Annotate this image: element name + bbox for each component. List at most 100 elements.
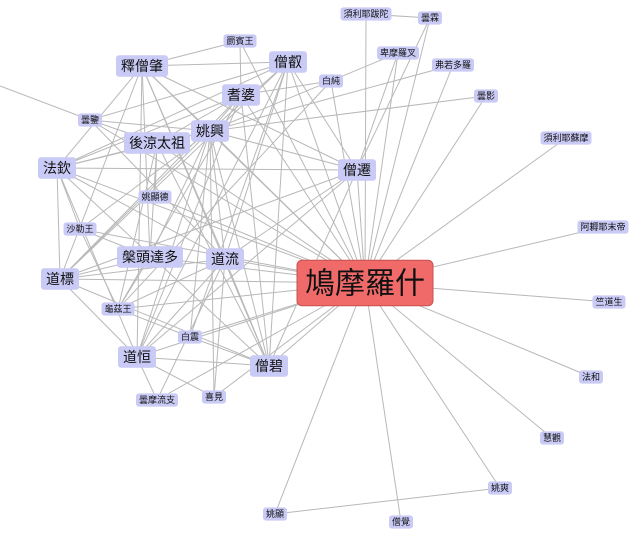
node-jibin[interactable]: 罽賓王 <box>223 34 257 48</box>
node-baichun[interactable]: 白純 <box>319 74 343 88</box>
edge-sengrui-sengzhao2 <box>268 61 289 367</box>
node-label: 罽賓王 <box>226 35 253 47</box>
edge-kumarajiva-tanying <box>364 95 487 284</box>
node-box <box>38 157 76 179</box>
edge-faqin-zhipo <box>56 94 242 169</box>
node-kumarajiva[interactable]: 鳩摩羅什 <box>296 259 434 307</box>
edge-faqin-daoheng <box>56 167 138 358</box>
node-sengzhao2[interactable]: 僧碧 <box>250 355 288 377</box>
node-fahe[interactable]: 法和 <box>579 370 603 384</box>
edge-sengqian-tanlin <box>356 17 431 171</box>
edge-kumarajiva-yaoxing <box>209 130 366 284</box>
node-label: 釋僧肇 <box>121 59 163 75</box>
edge-kumarajiva-tanlin <box>364 17 431 284</box>
node-box <box>488 481 512 495</box>
edge-daoliu-sengzhao2 <box>224 258 270 367</box>
edge-sengzhao2-zhipo <box>240 94 270 367</box>
node-label: 喜見 <box>205 391 223 403</box>
node-tanjian[interactable]: 曇鑒 <box>78 113 102 127</box>
node-box <box>202 390 226 404</box>
node-box <box>592 295 626 309</box>
node-huiguan[interactable]: 慧觀 <box>540 431 564 445</box>
node-sengrui[interactable]: 僧叡 <box>269 51 307 73</box>
node-box <box>579 370 603 384</box>
node-label: 須利耶蘇摩 <box>543 132 588 144</box>
edge-daoliu-tanjian <box>89 119 226 260</box>
node-label: 龜茲王 <box>104 303 131 315</box>
edge-kumarajiva-sengjue <box>364 282 402 523</box>
node-label: 弗若多羅 <box>435 59 471 71</box>
node-daoliu[interactable]: 道流 <box>206 248 244 270</box>
node-label: 姚爽 <box>491 482 509 494</box>
node-box <box>178 330 202 344</box>
node-box <box>222 84 260 106</box>
node-yaoshuang[interactable]: 姚爽 <box>488 481 512 495</box>
node-sengjue[interactable]: 僧覺 <box>389 515 413 529</box>
edge-yaoxing-furuoduoluo <box>209 64 454 132</box>
node-guizi[interactable]: 龜茲王 <box>101 302 135 316</box>
node-faqin[interactable]: 法欽 <box>38 157 76 179</box>
node-jiaojian[interactable]: 喜見 <box>202 390 226 404</box>
node-label: 沙勒王 <box>66 223 93 235</box>
node-sengqian[interactable]: 僧遷 <box>338 159 376 181</box>
node-daoheng[interactable]: 道恒 <box>118 346 156 368</box>
node-amolibazhi[interactable]: 阿耨耶末帝 <box>577 220 629 234</box>
node-label: 慧觀 <box>543 432 561 444</box>
edge-sengrui-tanjian <box>89 61 289 121</box>
node-label: 白震 <box>181 331 199 343</box>
node-zhipo[interactable]: 耆婆 <box>222 84 260 106</box>
node-daobiao[interactable]: 道標 <box>41 268 79 290</box>
node-houliangtaizu[interactable]: 後涼太祖 <box>124 132 190 154</box>
node-pantoudaduo[interactable]: 槃頭達多 <box>117 246 183 268</box>
edge-kumarajiva-yaoshuang <box>364 282 501 489</box>
node-label: 姚顯德 <box>141 191 168 203</box>
node-box <box>78 113 102 127</box>
node-label: 曇霖 <box>421 13 439 24</box>
node-baizhen[interactable]: 白震 <box>178 330 202 344</box>
node-label: 法欽 <box>43 161 71 177</box>
node-label: 後涼太祖 <box>129 136 185 152</box>
node-box <box>540 431 564 445</box>
node-yaoxian2[interactable]: 姚顯 <box>263 507 287 521</box>
node-shalewang[interactable]: 沙勒王 <box>63 222 97 236</box>
node-box <box>191 120 229 142</box>
edge-kumarajiva-baichun <box>330 80 366 284</box>
node-box <box>223 34 257 48</box>
node-furuoduoluo[interactable]: 弗若多羅 <box>432 58 474 72</box>
node-label: 道流 <box>211 252 239 268</box>
edge-kumarajiva-jibin <box>239 40 366 284</box>
node-yaoxing[interactable]: 姚興 <box>191 120 229 142</box>
edge-shisengzhao-daoheng <box>136 65 143 358</box>
edge-sengrui-baizhen <box>189 61 289 338</box>
node-tanlin[interactable]: 曇霖 <box>418 11 442 25</box>
node-beimoluocha[interactable]: 卑摩羅叉 <box>377 46 419 60</box>
node-zhiyisheng[interactable]: 竺道生 <box>592 295 626 309</box>
edge-daoliu-tanmoliuzhi <box>156 258 226 401</box>
edge-shisengzhao-daobiao <box>59 65 143 280</box>
node-tanmoliuzhi[interactable]: 曇摩流支 <box>136 393 178 407</box>
node-shisengzhao[interactable]: 釋僧肇 <box>116 55 168 77</box>
node-box <box>269 51 307 73</box>
edge-sengrui-sengqian <box>287 61 358 171</box>
node-label: 僧覺 <box>392 516 410 528</box>
edge-sengqian-faqin <box>56 167 358 171</box>
edge-daobiao-sengzhao2 <box>59 278 270 367</box>
edge-houliangtaizu-guizi <box>117 142 158 310</box>
node-xulisumo[interactable]: 須利耶蘇摩 <box>540 131 592 145</box>
node-box <box>432 58 474 72</box>
edge-kumarajiva-huiguan <box>364 282 553 439</box>
node-tanying[interactable]: 曇影 <box>474 89 498 103</box>
edge-kumarajiva-beimoluocha <box>364 52 399 284</box>
node-yaoxian[interactable]: 姚顯德 <box>138 190 172 204</box>
node-box <box>136 393 178 407</box>
node-label: 竺道生 <box>595 296 622 308</box>
edge-daoliu-daoheng <box>136 258 226 358</box>
node-box <box>101 302 135 316</box>
node-label: 姚顯 <box>266 508 284 520</box>
node-box <box>319 74 343 88</box>
node-box <box>389 515 413 529</box>
node-xulituoluo[interactable]: 須利耶跋陀 <box>340 7 392 21</box>
edge-yaoxing-shisengzhao <box>141 65 211 132</box>
node-box <box>117 246 183 268</box>
edge-shisengzhao-sengqian <box>141 65 358 171</box>
